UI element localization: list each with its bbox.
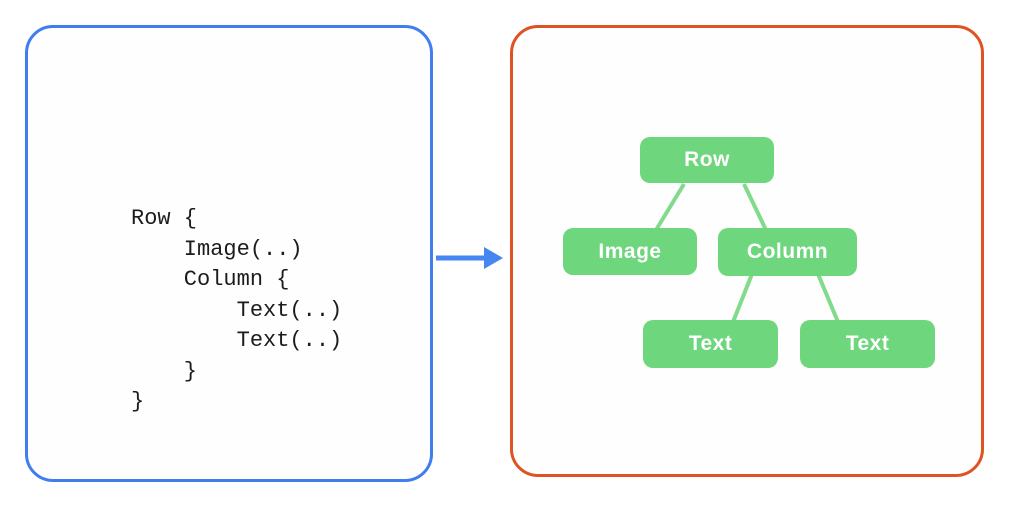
tree-node-text-left: Text bbox=[643, 320, 778, 368]
code-line: Image(..) bbox=[131, 236, 303, 262]
code-line: Column { bbox=[131, 267, 290, 292]
code-line: } bbox=[131, 389, 145, 414]
code-line: Text(..) bbox=[131, 328, 343, 353]
tree-node-label: Text bbox=[845, 332, 890, 355]
code-panel: Row { Image(..) Column { Text(..) Text(.… bbox=[25, 25, 433, 482]
tree-node-label: Image bbox=[598, 239, 662, 263]
tree-node-label: Row bbox=[684, 148, 730, 171]
tree-node-label: Text bbox=[688, 332, 733, 355]
right-arrow-icon bbox=[436, 247, 503, 269]
code-line: } bbox=[131, 358, 198, 384]
tree-node-row: Row bbox=[640, 137, 774, 183]
code-snippet: Row { Image(..) Column { Text(..) Text(.… bbox=[131, 204, 342, 418]
tree-node-column: Column bbox=[718, 228, 857, 276]
tree-node-text-right: Text bbox=[800, 320, 935, 368]
tree-node-label: Column bbox=[746, 240, 829, 263]
code-line: Text(..) bbox=[131, 297, 343, 323]
tree-node-image: Image bbox=[563, 228, 697, 275]
code-line: Row { bbox=[131, 206, 198, 231]
